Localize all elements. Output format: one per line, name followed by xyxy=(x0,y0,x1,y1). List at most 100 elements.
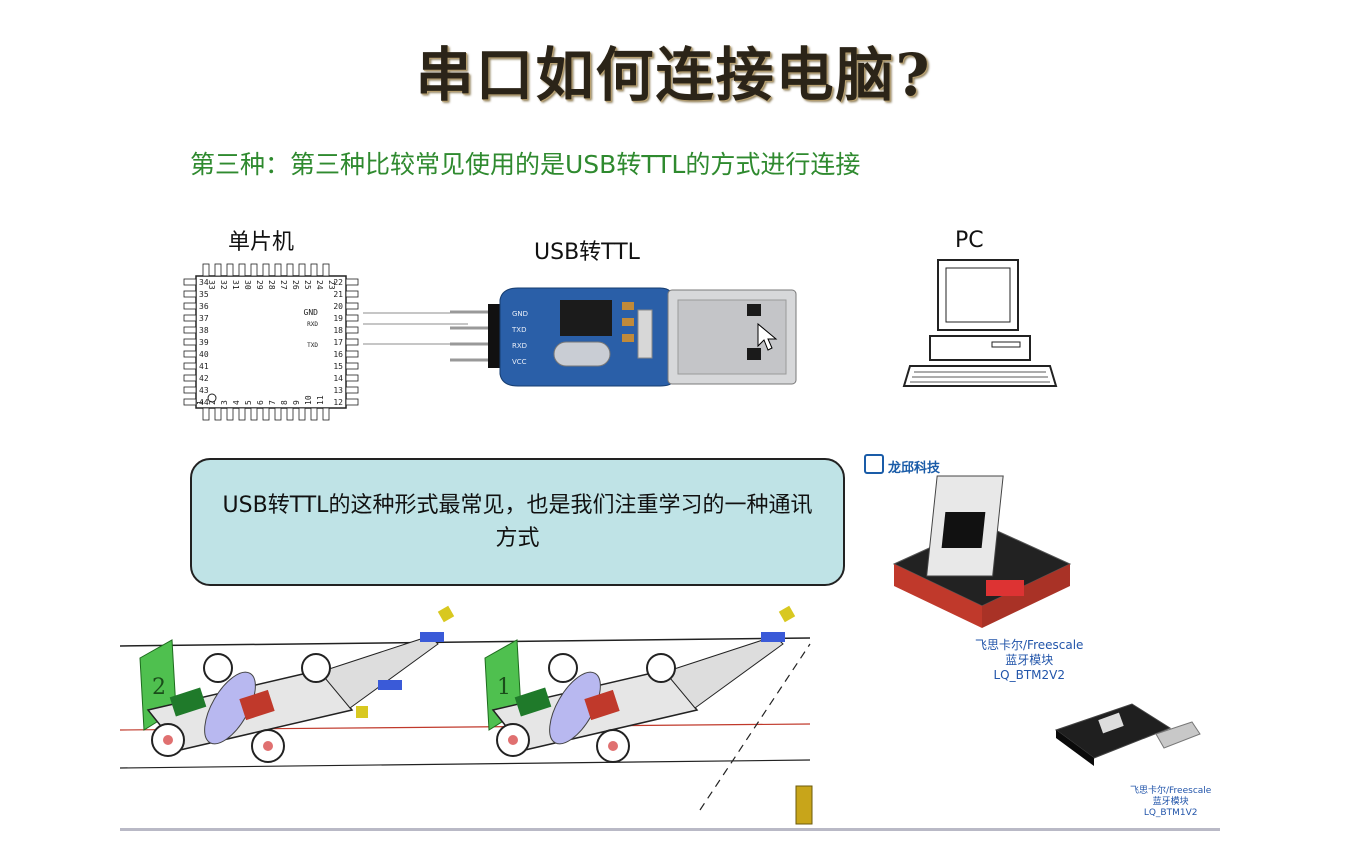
mcu-pin xyxy=(183,362,197,370)
mcu-gnd-label: GND xyxy=(304,308,319,317)
dongle-label xyxy=(1098,712,1124,734)
car-left-sensor-head xyxy=(356,706,368,718)
board-rxd-label: RXD xyxy=(512,342,527,350)
mcu-pin-number: 31 xyxy=(231,280,240,290)
mcu-pin xyxy=(298,263,306,277)
btm1-caption-line3: LQ_BTM1V2 xyxy=(1143,808,1198,818)
mcu-pin-number: 36 xyxy=(199,302,209,311)
usb-window xyxy=(747,348,761,360)
board-gnd-label: GND xyxy=(512,310,528,318)
mcu-pin xyxy=(183,350,197,358)
mcu-pin-number: 5 xyxy=(244,400,253,405)
track-line-bottom xyxy=(120,759,811,769)
mcu-pin xyxy=(286,407,294,421)
car-left-red-block xyxy=(239,689,275,721)
screen xyxy=(945,267,1011,323)
board-vcc-label: VCC xyxy=(512,358,527,366)
crystal xyxy=(553,341,611,367)
brand-name: 龙邱科技 xyxy=(888,461,941,476)
bt-chip xyxy=(941,512,986,548)
mcu-pin xyxy=(274,407,282,421)
mcu-pin xyxy=(183,290,197,298)
btm2-caption: 飞思卡尔/Freescale 蓝牙模块 LQ_BTM2V2 xyxy=(975,638,1083,683)
mcu-pin xyxy=(310,263,318,277)
mcu-pin xyxy=(226,407,234,421)
pin-header xyxy=(488,304,500,368)
mcu-pin-number: 2 xyxy=(208,400,217,405)
usb-window xyxy=(747,304,761,316)
mcu-pin-number: 39 xyxy=(199,338,209,347)
mcu-pin-number: 32 xyxy=(219,280,228,290)
pc-illustration xyxy=(902,259,1058,387)
mcu-pin xyxy=(202,263,210,277)
mcu-pin-number: 26 xyxy=(291,280,300,290)
btm1-caption-line2: 蓝牙模块 xyxy=(1152,797,1189,807)
mcu-pin xyxy=(202,407,210,421)
car-left-sensor-head xyxy=(437,605,455,623)
yellow-post xyxy=(795,785,813,825)
car-left-hub xyxy=(163,735,173,745)
car-left-arm xyxy=(319,635,439,709)
track-line-top xyxy=(120,637,811,647)
cursor-icon xyxy=(757,322,778,351)
mcu-pin xyxy=(214,407,222,421)
board-txd-label: TXD xyxy=(511,326,526,334)
mcu-pin xyxy=(183,278,197,286)
mcu-pin xyxy=(322,263,330,277)
mcu-pin-number: 30 xyxy=(243,280,252,290)
mcu-pin-number: 4 xyxy=(232,400,241,405)
bluetooth-module-btm2 xyxy=(892,475,1072,628)
callout-box: USB转TTL的这种形式最常见，也是我们注重学习的一种通讯方式 xyxy=(190,458,845,586)
mcu-pin-number: 13 xyxy=(333,386,343,395)
car-left: 2 xyxy=(139,605,455,763)
mcu-pin-number: 33 xyxy=(207,280,216,290)
mcu-pin xyxy=(250,407,258,421)
mcu-pin-number: 9 xyxy=(292,400,301,405)
smd-component xyxy=(622,334,634,342)
chip-ic xyxy=(560,300,612,336)
mcu-pin xyxy=(345,362,359,370)
mcu-pin xyxy=(345,398,359,406)
mcu-pin-number: 8 xyxy=(280,400,289,405)
mcu-pin-number: 25 xyxy=(303,280,312,290)
mcu-pin xyxy=(286,263,294,277)
mcu-pin xyxy=(345,302,359,310)
track-dashed xyxy=(699,643,811,811)
car-right-green-block xyxy=(514,687,552,717)
keyboard xyxy=(902,365,1058,387)
subtitle: 第三种：第三种比较常见使用的是USB转TTL的方式进行连接 xyxy=(190,150,861,179)
usb-ttl-label: USB转TTL xyxy=(534,240,640,265)
mcu-pin-number: 3 xyxy=(220,400,229,405)
mcu-pin-number: 16 xyxy=(333,350,343,359)
mcu-pin xyxy=(183,302,197,310)
car-right-red-block xyxy=(584,689,620,721)
mcu-pin xyxy=(322,407,330,421)
socket-side-left xyxy=(894,564,982,628)
car-left-hub xyxy=(263,741,273,751)
mcu-pin xyxy=(183,326,197,334)
smd-component xyxy=(622,302,634,310)
mcu-pin-number: 20 xyxy=(333,302,343,311)
socket-side-right xyxy=(982,564,1070,628)
dongle-side xyxy=(1056,730,1094,766)
btm2-caption-line2: 蓝牙模块 xyxy=(1005,653,1054,667)
mcu-pin xyxy=(345,278,359,286)
bottom-divider xyxy=(120,828,1220,831)
desktop-case xyxy=(929,335,1031,361)
btm2-caption-line1: 飞思卡尔/Freescale xyxy=(975,638,1084,652)
mcu-rxd-label: RXD xyxy=(307,321,318,328)
car-left-sensor xyxy=(378,680,402,690)
car-left-wheel xyxy=(301,653,331,683)
mcu-pin-number: 42 xyxy=(199,374,209,383)
mcu-pin-number: 23 xyxy=(327,280,336,290)
mcu-pin-number: 41 xyxy=(199,362,209,371)
pc-label: PC xyxy=(955,228,984,253)
car-right-sensor-head xyxy=(778,605,796,623)
mcu-pin-number: 19 xyxy=(333,314,343,323)
car-right-number: 1 xyxy=(497,675,511,700)
mcu-pin xyxy=(298,407,306,421)
